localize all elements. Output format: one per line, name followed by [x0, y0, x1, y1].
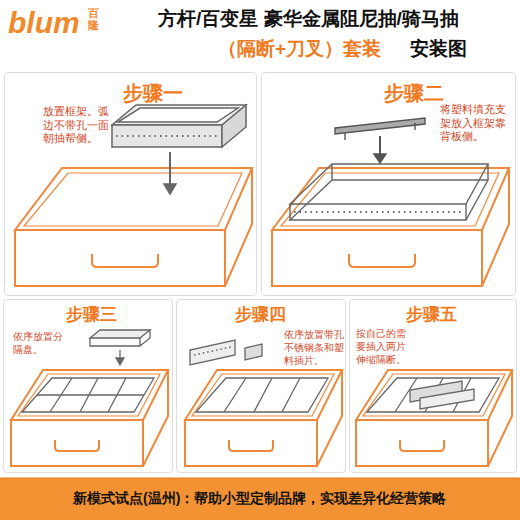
- step-note: 将塑料填充支架放入框架靠背板侧。: [440, 103, 510, 144]
- subtitle-black: 安装图: [410, 38, 467, 61]
- plastic-support: [335, 118, 425, 163]
- organizer: [367, 378, 499, 412]
- step-heading: 步骤三: [66, 305, 117, 325]
- drawer-box: [11, 370, 168, 466]
- drawer-box: [185, 370, 342, 466]
- brand-chinese: 百隆: [88, 7, 99, 31]
- metal-frame: [112, 105, 246, 194]
- metal-frame: [290, 164, 488, 220]
- step-note: 依序放置分隔盘。: [13, 330, 71, 356]
- brand-logo: blum: [8, 6, 80, 39]
- step-heading: 步骤四: [235, 305, 286, 325]
- drawer-box: [272, 168, 509, 286]
- step-heading: 步骤一: [123, 81, 183, 105]
- step-note: 按自己的需要插入两片伸缩隔断。: [356, 327, 414, 366]
- title-text: 方杆/百变星 豪华金属阻尼抽/骑马抽: [158, 8, 459, 31]
- step-panel: 步骤四依序放置带孔不锈钢条和塑料插片。: [176, 299, 346, 473]
- step-panel: 步骤五按自己的需要插入两片伸缩隔断。: [349, 299, 517, 473]
- step-heading: 步骤五: [406, 305, 457, 325]
- step-panel: 步骤二将塑料填充支架放入框架靠背板侧。: [261, 72, 516, 296]
- footer-line: [0, 478, 520, 479]
- step-note: 依序放置带孔不锈钢条和塑料插片。: [284, 328, 345, 367]
- drawer-box: [15, 168, 252, 286]
- drawer-box: [356, 370, 512, 466]
- step-note: 放置框架。弧边不带孔一面朝抽帮侧。: [43, 105, 111, 146]
- step-panel: 步骤三依序放置分隔盘。: [3, 299, 173, 473]
- footer-caption: 新模式试点(温州)：帮助小型定制品牌，实现差异化经营策略: [73, 489, 446, 507]
- organizer: [22, 330, 154, 412]
- subtitle-orange: （隔断+刀叉）套装: [218, 38, 381, 61]
- step-heading: 步骤二: [384, 81, 444, 105]
- step-panel: 步骤一放置框架。弧边不带孔一面朝抽帮侧。: [4, 72, 257, 296]
